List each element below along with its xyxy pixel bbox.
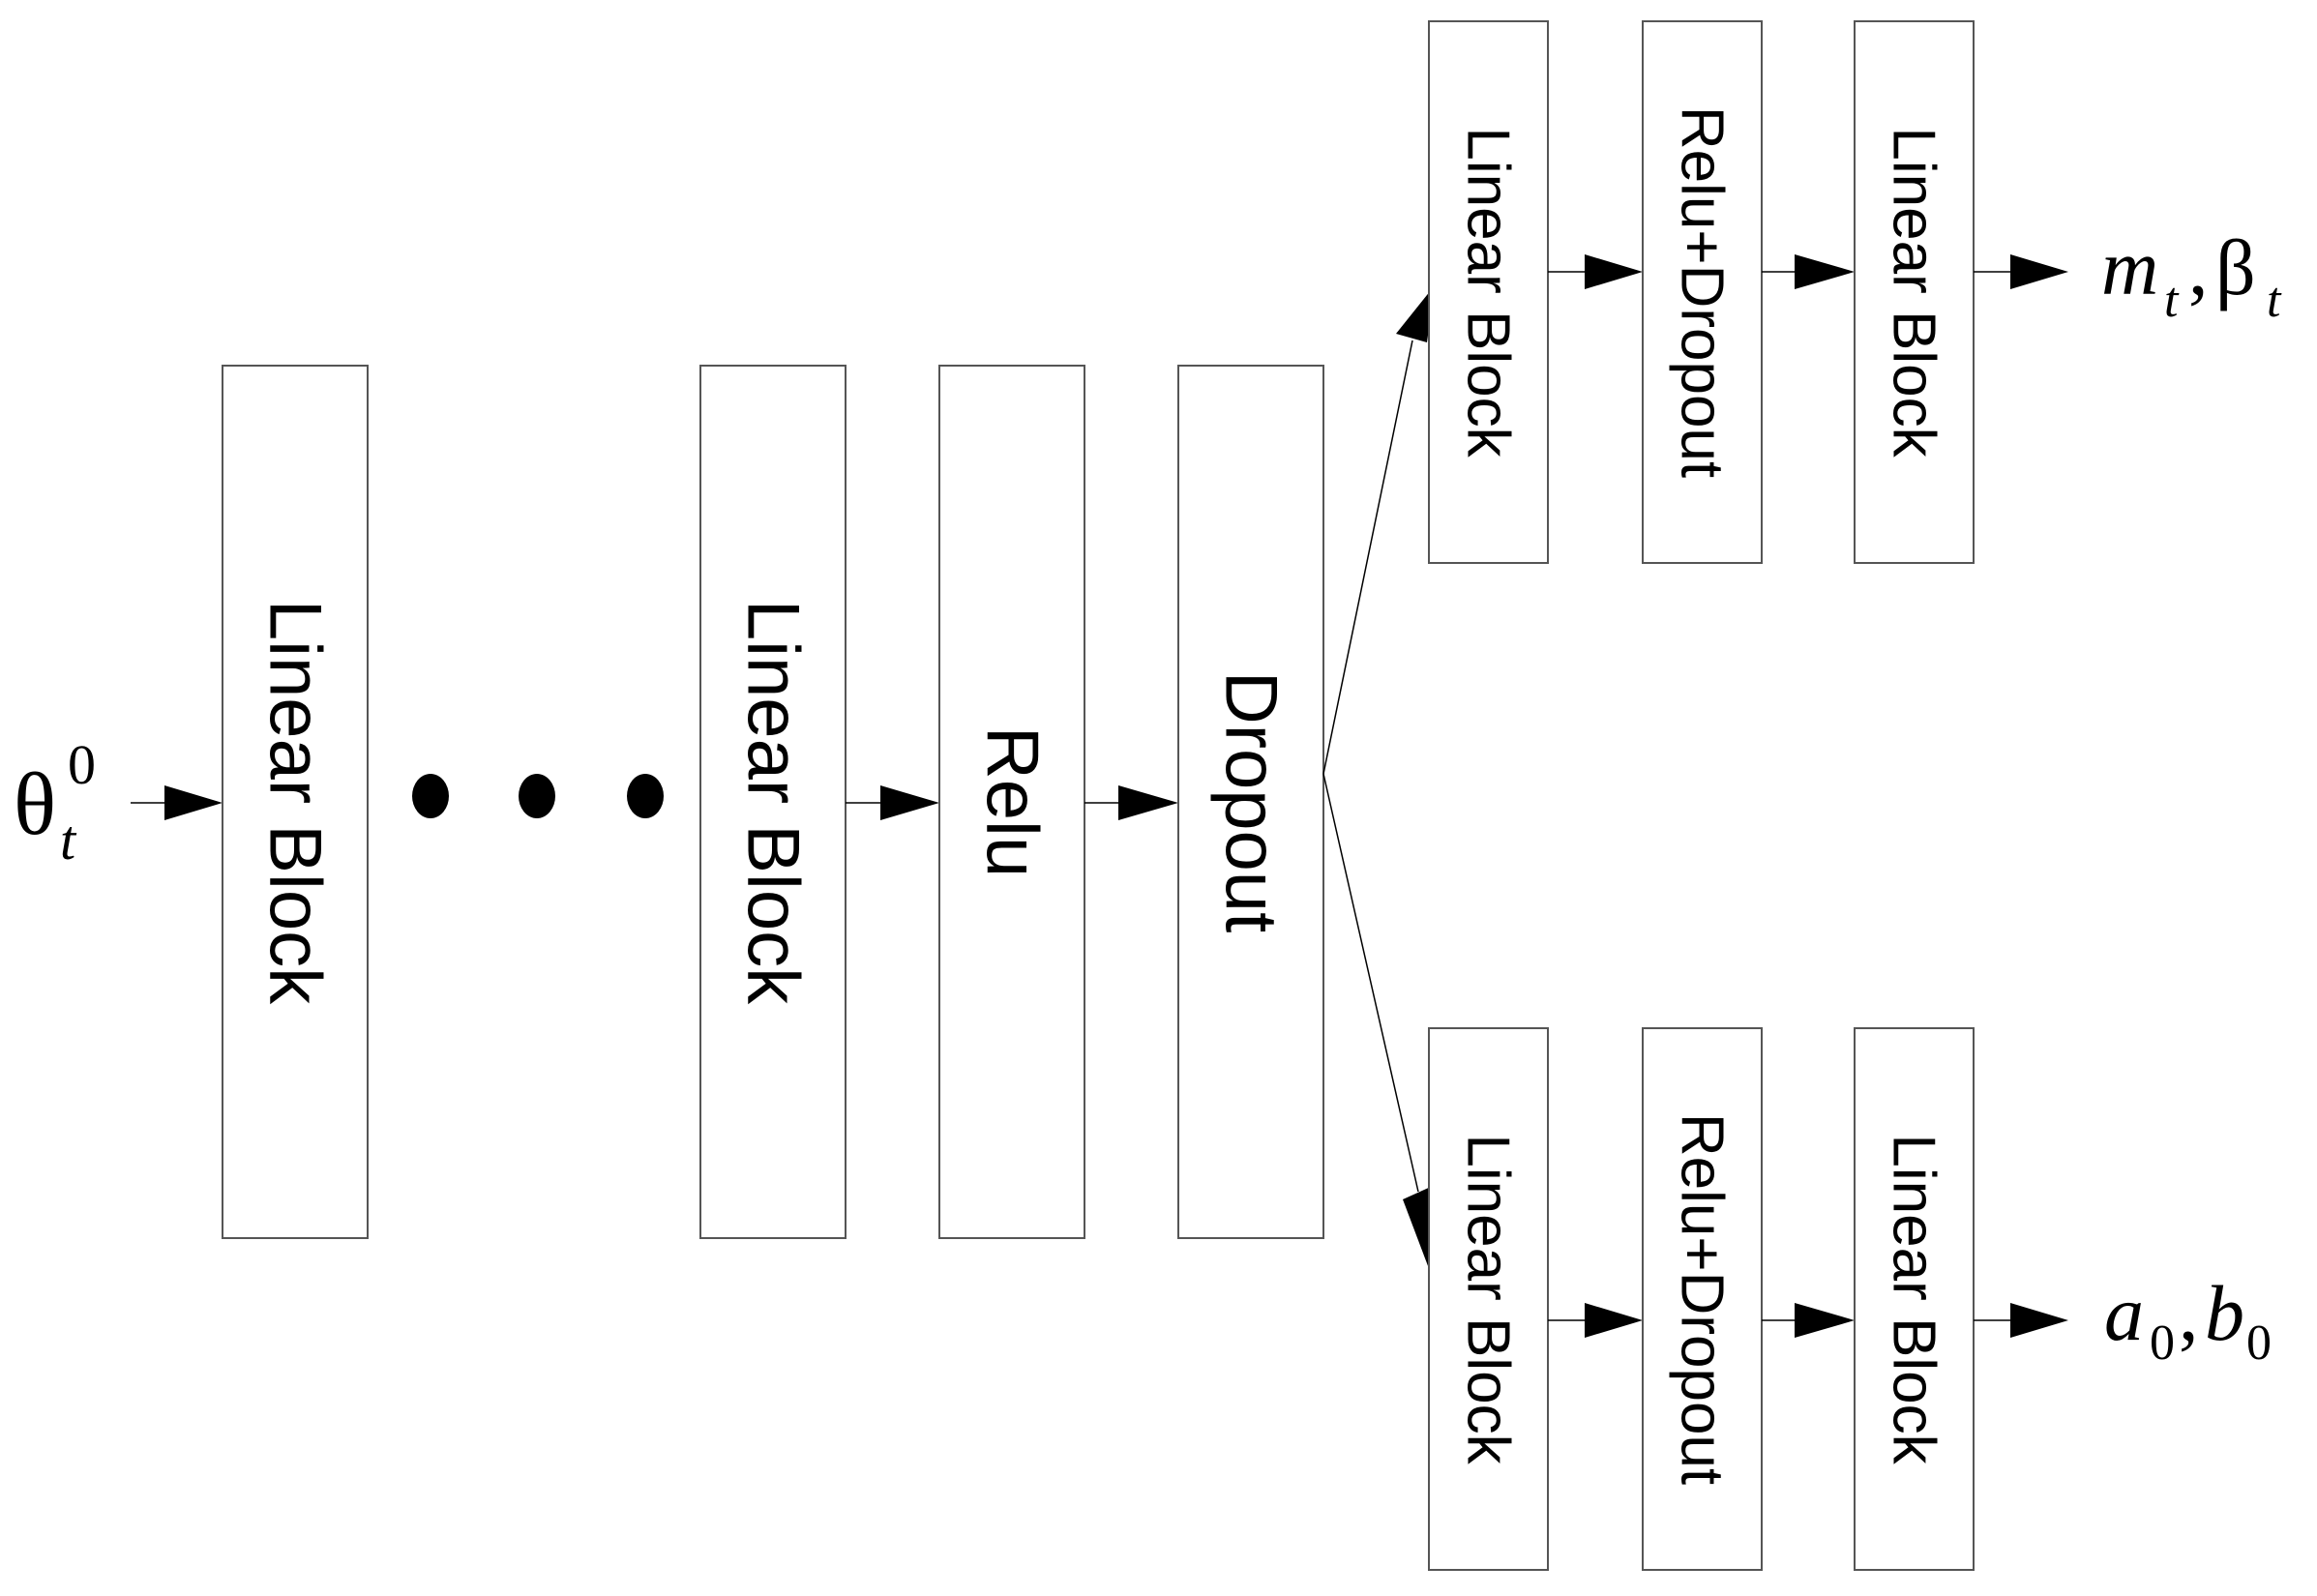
upper-output-arrow	[1974, 254, 2068, 289]
upper-relu-dropout-label: Relu+Dropout	[1669, 106, 1736, 478]
trunk-last-linear-block-label: Linear Block	[732, 600, 815, 1005]
lower-arrow-1	[1548, 1303, 1643, 1338]
trunk-relu-label: Relu	[971, 726, 1054, 877]
branch-arrow-upper	[1322, 285, 1435, 775]
branch-arrow-lower	[1322, 773, 1436, 1286]
input-symbol: θ	[14, 754, 56, 853]
trunk-dropout-block: Dropout	[1177, 365, 1324, 1239]
upper-branch: Linear Block Relu+Dropout Linear Block m…	[1428, 20, 2282, 564]
upper-relu-dropout-block: Relu+Dropout	[1642, 20, 1763, 564]
lower-linear-block-2-label: Linear Block	[1881, 1134, 1947, 1464]
lower-linear-block-1: Linear Block	[1428, 1027, 1549, 1571]
ellipsis-dot	[627, 774, 664, 818]
input-subscript: t	[60, 809, 77, 872]
lower-relu-dropout-block: Relu+Dropout	[1642, 1027, 1763, 1571]
upper-linear-block-1: Linear Block	[1428, 20, 1549, 564]
ellipsis-dots	[412, 774, 664, 818]
trunk-first-linear-block-label: Linear Block	[254, 600, 337, 1005]
lower-linear-block-1-label: Linear Block	[1455, 1134, 1522, 1464]
arrow-linear-to-relu	[846, 785, 939, 820]
trunk-relu-block: Relu	[938, 365, 1085, 1239]
lower-output-part1: a	[2104, 1269, 2144, 1357]
input-label: θ 0 t	[14, 733, 96, 872]
lower-relu-dropout-label: Relu+Dropout	[1669, 1113, 1736, 1485]
lower-output-sub2: 0	[2246, 1315, 2272, 1371]
upper-linear-block-2: Linear Block	[1854, 20, 1975, 564]
trunk-dropout-label: Dropout	[1210, 671, 1292, 932]
lower-output-sub1: 0	[2150, 1315, 2175, 1371]
lower-linear-block-2: Linear Block	[1854, 1027, 1975, 1571]
upper-output-part1: m	[2101, 223, 2158, 311]
upper-output-sub1: t	[2164, 273, 2180, 328]
trunk-last-linear-block: Linear Block	[699, 365, 847, 1239]
upper-linear-block-2-label: Linear Block	[1881, 127, 1947, 458]
lower-output-separator: ,	[2179, 1269, 2199, 1357]
upper-output-sub2: t	[2267, 273, 2282, 328]
lower-output-arrow	[1974, 1303, 2068, 1338]
input-superscript: 0	[68, 733, 96, 796]
lower-output-label: a 0 , b 0	[2104, 1269, 2272, 1371]
upper-arrow-1	[1548, 254, 1643, 289]
upper-output-separator: ,	[2188, 223, 2209, 311]
lower-branch: Linear Block Relu+Dropout Linear Block a…	[1428, 1027, 2272, 1571]
lower-arrow-2	[1762, 1303, 1855, 1338]
trunk-first-linear-block: Linear Block	[222, 365, 369, 1239]
ellipsis-dot	[412, 774, 449, 818]
ellipsis-dot	[519, 774, 555, 818]
lower-output-part2: b	[2205, 1269, 2244, 1357]
arrow-relu-to-dropout	[1084, 785, 1178, 820]
upper-linear-block-1-label: Linear Block	[1455, 127, 1522, 458]
upper-output-part2: β	[2215, 223, 2256, 311]
upper-arrow-2	[1762, 254, 1855, 289]
upper-output-label: m t , β t	[2101, 223, 2282, 328]
input-arrow	[131, 785, 223, 820]
